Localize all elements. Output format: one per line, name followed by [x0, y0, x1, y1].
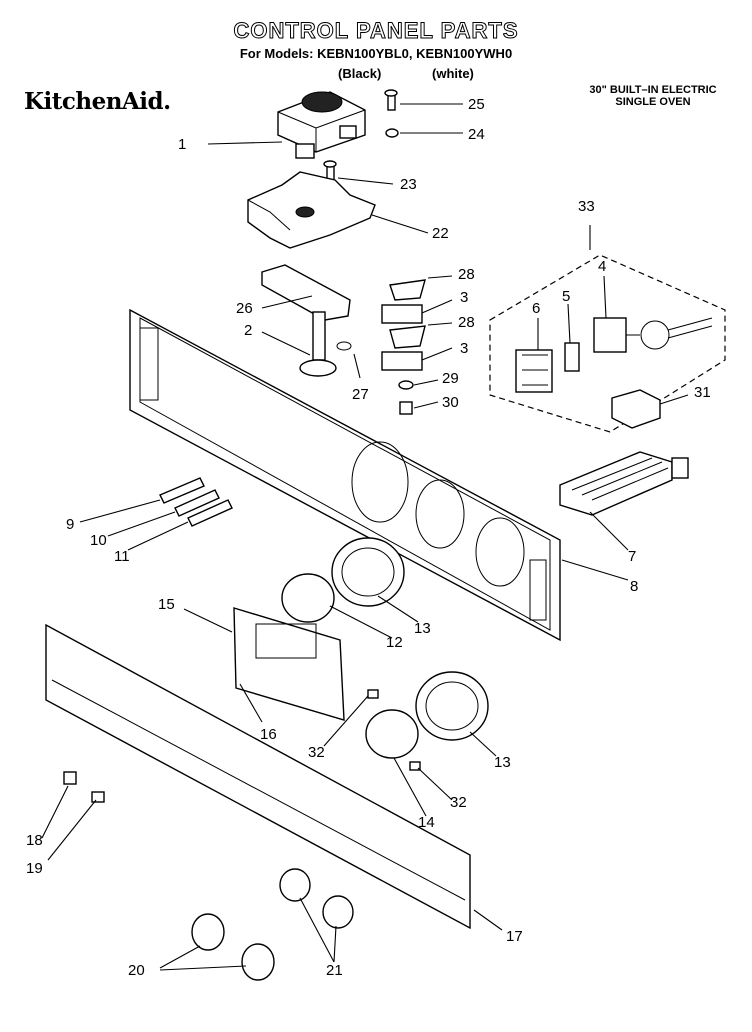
callout-9: 9 — [66, 516, 75, 533]
callout-10: 10 — [90, 532, 107, 549]
callout-leaders — [41, 103, 689, 971]
button-part-18 — [63, 771, 77, 785]
callout-26: 26 — [236, 300, 253, 317]
callout-6: 6 — [532, 300, 541, 317]
callout-11: 11 — [114, 548, 130, 565]
electronic-control-part-15 — [233, 607, 345, 721]
plate-part-26 — [261, 264, 351, 321]
callout-31: 31 — [694, 384, 711, 401]
callout-15: 15 — [158, 596, 175, 613]
brand-logo: KitchenAid. — [24, 88, 171, 115]
callout-22: 22 — [432, 225, 449, 242]
knob-part-20 — [191, 913, 275, 981]
spindle-part-2 — [299, 311, 337, 377]
page-title: CONTROL PANEL PARTS — [233, 18, 519, 44]
callout-1: 1 — [178, 136, 187, 153]
switch-part-5 — [564, 342, 580, 372]
callout-13a: 13 — [414, 620, 431, 637]
callout-20: 20 — [128, 962, 145, 979]
callout-2: 2 — [244, 322, 253, 339]
callout-29: 29 — [442, 370, 459, 387]
callout-24: 24 — [468, 126, 485, 143]
thermostat-part-4 — [593, 317, 713, 353]
bezel-part-21 — [279, 868, 354, 929]
callout-27: 27 — [352, 386, 369, 403]
component-group-33 — [489, 254, 726, 433]
variant-black-label: (Black) — [338, 66, 382, 81]
callout-19: 19 — [26, 860, 43, 877]
washer-part-24 — [385, 128, 399, 138]
callout-23: 23 — [400, 176, 417, 193]
callout-17: 17 — [506, 928, 523, 945]
spring-part-19 — [91, 791, 105, 803]
callout-28a: 28 — [458, 266, 475, 283]
screw-part-25 — [384, 89, 398, 111]
callout-32b: 32 — [450, 794, 467, 811]
knob-part-12 — [281, 573, 335, 623]
switch-part-6 — [515, 349, 553, 393]
callout-28b: 28 — [458, 314, 475, 331]
callout-3a: 3 — [460, 289, 469, 306]
bracket-part-22 — [247, 171, 376, 249]
front-panel-part-17 — [45, 623, 471, 930]
variant-white-label: (white) — [432, 66, 474, 81]
oven-type-line-1: 30" BUILT–IN ELECTRIC — [589, 84, 717, 96]
callout-25: 25 — [468, 96, 485, 113]
callout-18: 18 — [26, 832, 43, 849]
switch-parts-3-28 — [381, 279, 426, 415]
knob-part-14 — [365, 709, 419, 759]
screw-part-32a — [367, 689, 379, 699]
callout-8: 8 — [630, 578, 639, 595]
oven-type-line-2: SINGLE OVEN — [615, 96, 691, 108]
callout-5: 5 — [562, 288, 571, 305]
callout-7: 7 — [628, 548, 637, 565]
terminal-block-part-7 — [559, 451, 689, 516]
callout-12: 12 — [386, 634, 403, 651]
terminal-block-part-31 — [611, 389, 661, 429]
screws-parts-9-10-11 — [159, 477, 233, 527]
model-numbers: For Models: KEBN100YBL0, KEBN100YWH0 — [239, 46, 513, 61]
callout-32a: 32 — [308, 744, 325, 761]
screw-part-32b — [409, 761, 421, 771]
callout-16: 16 — [260, 726, 277, 743]
clip-part-27 — [336, 341, 352, 351]
callout-21: 21 — [326, 962, 343, 979]
knob-housing-part-13 — [331, 537, 489, 741]
callout-3b: 3 — [460, 340, 469, 357]
callout-14: 14 — [418, 814, 435, 831]
callout-33: 33 — [578, 198, 595, 215]
control-panel-frame-part-8 — [129, 308, 561, 642]
clock-motor-part-1 — [277, 91, 366, 159]
callout-30: 30 — [442, 394, 459, 411]
callout-13b: 13 — [494, 754, 511, 771]
callout-4: 4 — [598, 258, 607, 275]
